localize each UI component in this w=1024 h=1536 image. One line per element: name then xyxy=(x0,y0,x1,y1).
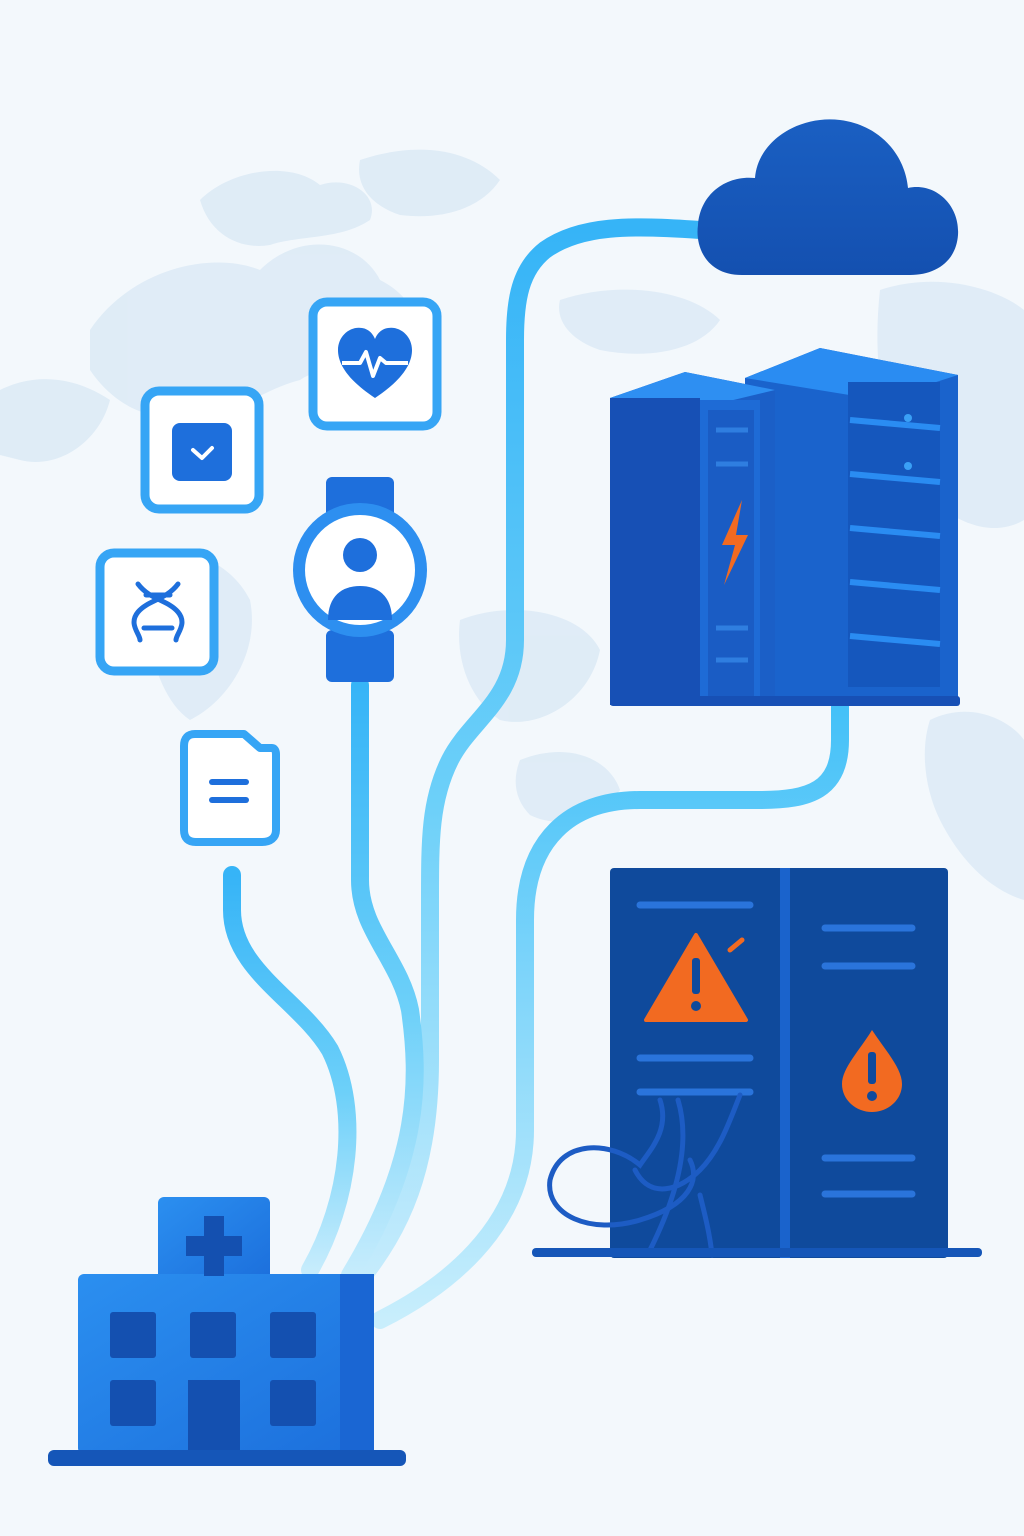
document-stream xyxy=(223,866,357,1279)
smartwatch-user-icon xyxy=(293,477,427,682)
heart-rate-icon xyxy=(338,327,412,398)
failing-server-cabinet-icon xyxy=(532,868,982,1258)
cloud-icon xyxy=(697,119,959,275)
document-tile xyxy=(180,730,280,846)
document-icon xyxy=(209,779,249,803)
heart-rate-tile xyxy=(308,297,442,431)
server-stream xyxy=(371,691,849,1329)
checkbox-tile xyxy=(140,386,264,514)
watch-stream xyxy=(341,676,424,1284)
cloud-stream xyxy=(351,218,709,1289)
server-rack-icon xyxy=(610,348,960,706)
dna-icon xyxy=(131,581,185,643)
checkbox-icon xyxy=(172,423,232,481)
hospital-icon xyxy=(48,1197,406,1466)
warning-drop-icon xyxy=(842,1030,902,1112)
tangled-cable-icon xyxy=(547,1092,743,1258)
lightning-icon xyxy=(722,500,748,585)
warning-triangle-icon xyxy=(644,933,748,1022)
dna-tile xyxy=(95,548,219,676)
data-streams xyxy=(223,218,849,1329)
